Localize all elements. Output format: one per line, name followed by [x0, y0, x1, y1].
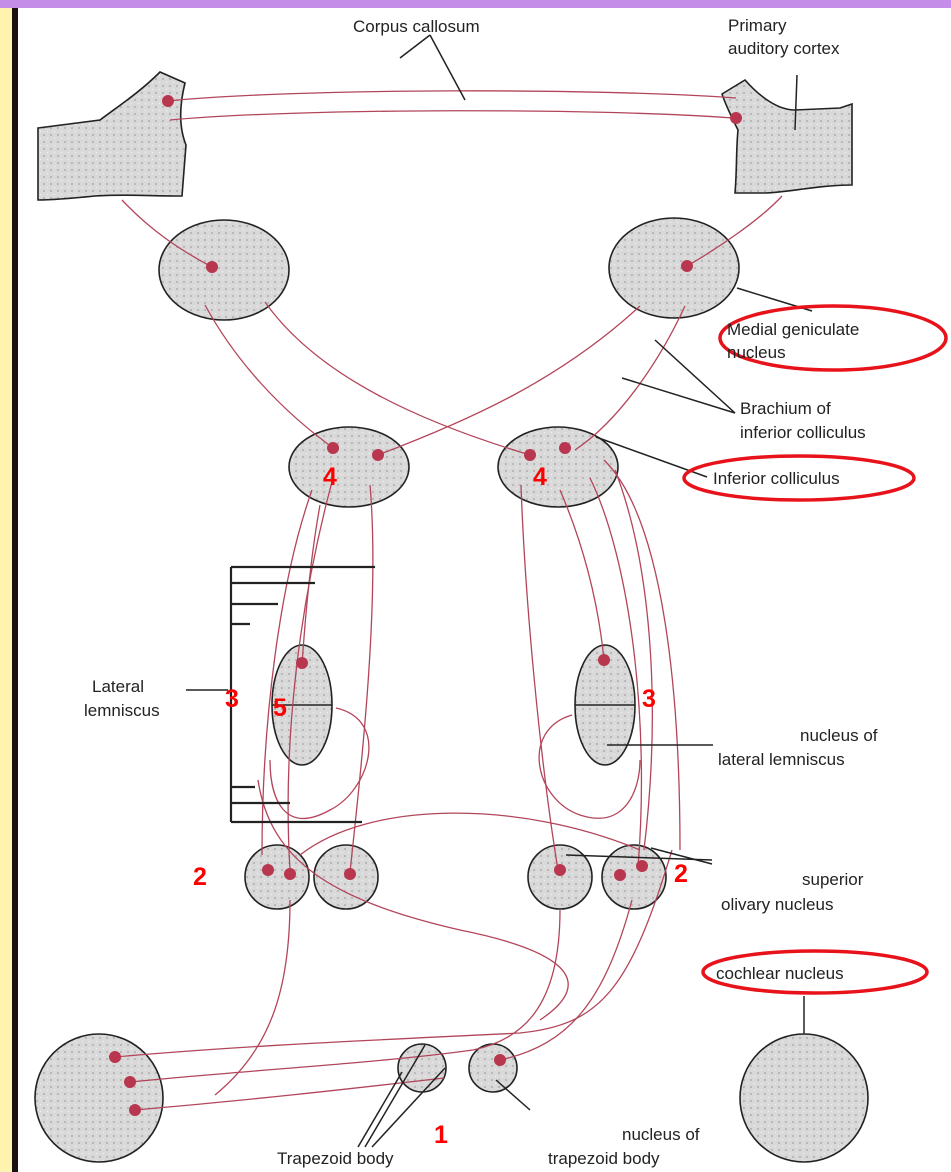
left-auditory-cortex: [38, 72, 186, 200]
number-son-right: 2: [674, 860, 688, 888]
primary-auditory-cortex-label-2: auditory cortex: [728, 39, 840, 58]
nucleus-trapezoid-label-2: trapezoid body: [548, 1149, 660, 1168]
nucleus-trapezoid-label: nucleus of: [622, 1125, 700, 1144]
medial-geniculate-label-2: nucleus: [727, 343, 786, 362]
primary-auditory-cortex-label: Primary: [728, 16, 787, 35]
right-superior-olive-medial: [528, 845, 592, 909]
cochlear-nucleus-label: cochlear nucleus: [716, 964, 844, 983]
auditory-pathways: [115, 196, 782, 1110]
number-ll-right: 3: [642, 685, 656, 713]
left-inferior-colliculus: [289, 427, 409, 507]
brachium-label: Brachium of: [740, 399, 831, 418]
brachium-label-2: inferior colliculus: [740, 423, 866, 442]
number-nll-left: 5: [273, 694, 287, 722]
inferior-colliculus-label: Inferior colliculus: [713, 469, 840, 488]
right-cochlear-nucleus: [740, 1034, 868, 1162]
left-superior-olive-lateral: [245, 845, 309, 909]
superior-olivary-label-2: olivary nucleus: [721, 895, 833, 914]
callosal-fiber-lower: [170, 111, 733, 120]
left-medial-geniculate-nucleus: [159, 220, 289, 320]
left-cochlear-nucleus: [35, 1034, 163, 1162]
lateral-lemniscus-label-2: lemniscus: [84, 701, 160, 720]
medial-geniculate-label: Medial geniculate: [727, 320, 859, 339]
number-ic-left: 4: [323, 463, 337, 491]
right-auditory-cortex: [722, 80, 852, 193]
trapezoid-body-label: Trapezoid body: [277, 1149, 394, 1168]
callosal-fiber-upper: [168, 91, 736, 101]
number-ll-left: 3: [225, 685, 239, 713]
number-trapezoid: 1: [434, 1121, 448, 1149]
lateral-lemniscus-label: Lateral: [92, 677, 144, 696]
nucleus-lateral-lemniscus-label: nucleus of: [800, 726, 878, 745]
trapezoid-nucleus-right: [469, 1044, 517, 1092]
right-medial-geniculate-nucleus: [609, 218, 739, 318]
superior-olivary-label: superior: [802, 870, 864, 889]
number-ic-right: 4: [533, 463, 547, 491]
corpus-callosum-label: Corpus callosum: [353, 17, 480, 36]
number-son-left: 2: [193, 863, 207, 891]
nucleus-lateral-lemniscus-label-2: lateral lemniscus: [718, 750, 845, 769]
